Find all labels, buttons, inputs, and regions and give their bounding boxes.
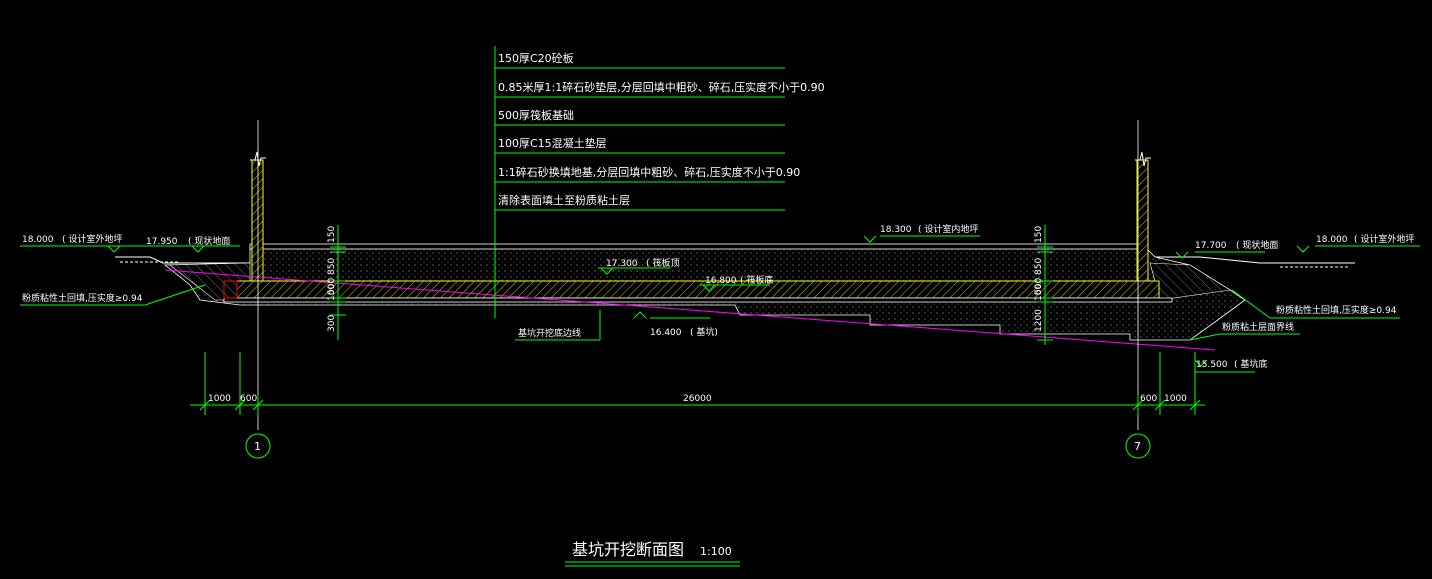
raft-edge-marker (223, 280, 238, 299)
axis-label-1: 1 (254, 440, 261, 453)
wall-right-break (1135, 151, 1151, 167)
hdim-3: 600 (1140, 394, 1157, 404)
elev-indoor: 18.300 (880, 225, 912, 235)
vertical-dims-right (1037, 225, 1053, 345)
elev-raft-bottom-label: ( 筏板底 (740, 274, 773, 286)
vdim-left-1: 850 (327, 258, 337, 275)
elev-pit-right: 15.500 (1196, 360, 1228, 370)
layer-note-3: 500厚筏板基础 (498, 108, 574, 122)
elev-ground-left-label: ( 现状地面 (188, 235, 230, 247)
vdim-left-0: 150 (327, 226, 337, 243)
note-labels: 粉质粘性土回填,压实度≥0.94 粉质粘性土回填,压实度≥0.94 粉质粘土层面… (22, 292, 1397, 339)
axis-lines (257, 120, 1139, 430)
hdim-0: 1000 (208, 394, 231, 404)
elev-raft-bottom: 16.800 (705, 276, 737, 286)
layer-note-6: 清除表面填土至粉质粘土层 (498, 193, 630, 207)
vdim-right-4: 1200 (1034, 309, 1044, 332)
wall-left (251, 159, 264, 282)
raft-foundation (236, 280, 1160, 299)
c20-slab (249, 243, 1146, 250)
layer-note-4: 100厚C15混凝土垫层 (498, 136, 607, 150)
vdim-right-0: 150 (1034, 226, 1044, 243)
note-silty-clay-boundary: 粉质粘土层面界线 (1222, 321, 1294, 333)
layer-notes: 150厚C20砼板 0.85米厚1:1碎石砂垫层,分层回填中粗砂、碎石,压实度不… (498, 51, 825, 207)
drawing-scale: 1:100 (700, 545, 732, 558)
note-right-backfill: 粉质粘性土回填,压实度≥0.94 (1276, 304, 1397, 316)
axis-label-7: 7 (1134, 440, 1141, 453)
elev-outdoor-left-label: ( 设计室外地坪 (62, 233, 122, 245)
vdim-right-2: 500 (1034, 278, 1044, 295)
elevation-leaders (20, 235, 1420, 373)
vdim-right-3: 100 (1034, 284, 1044, 301)
elev-pit-left: 16.400 (650, 328, 682, 338)
elev-ground-right-label: ( 现状地面 (1236, 239, 1278, 251)
hdim-2: 26000 (683, 394, 712, 404)
layer-notes-frame (494, 46, 785, 318)
vertical-dims-left (330, 225, 346, 340)
elev-ground-left: 17.950 (146, 237, 178, 247)
vdim-right-1: 850 (1034, 258, 1044, 275)
layer-note-5: 1:1碎石砂换填地基,分层回填中粗砂、碎石,压实度不小于0.90 (498, 165, 800, 179)
elev-indoor-label: ( 设计室内地坪 (918, 223, 978, 235)
elev-ground-right: 17.700 (1195, 241, 1227, 251)
note-left-backfill: 粉质粘性土回填,压实度≥0.94 (22, 292, 143, 304)
hdim-4: 1000 (1164, 394, 1187, 404)
horizontal-dim-labels: 1000 600 26000 600 1000 (208, 394, 1187, 404)
hdim-1: 600 (240, 394, 257, 404)
silty-clay-boundary-line (164, 269, 1216, 351)
vertical-dim-labels: 150 850 500 100 300 150 850 500 100 1200 (327, 226, 1044, 332)
note-pit-edge-line: 基坑开挖底边线 (518, 327, 581, 339)
elevation-labels: 18.000 ( 设计室外地坪 17.950 ( 现状地面 18.300 ( 设… (22, 223, 1414, 370)
elev-outdoor-left: 18.000 (22, 235, 54, 245)
elev-pit-right-label: ( 基坑底 (1234, 358, 1267, 370)
vdim-left-4: 300 (327, 315, 337, 332)
wall-right (1136, 159, 1149, 282)
layer-note-1: 150厚C20砼板 (498, 51, 574, 65)
drawing-title: 基坑开挖断面图 (572, 540, 684, 559)
drawing-title-block: 基坑开挖断面图 1:100 (565, 540, 740, 567)
layer-note-2: 0.85米厚1:1碎石砂垫层,分层回填中粗砂、碎石,压实度不小于0.90 (498, 80, 825, 94)
elev-outdoor-right-label: ( 设计室外地坪 (1354, 233, 1414, 245)
elev-pit-left-label: ( 基坑) (690, 326, 718, 338)
existing-ground-lines (115, 256, 1355, 268)
axis-bubble-7: 7 (1125, 433, 1151, 459)
elev-outdoor-right: 18.000 (1316, 235, 1348, 245)
vdim-left-3: 100 (327, 284, 337, 301)
c15-cushion (223, 297, 1173, 303)
elev-raft-top: 17.300 (606, 259, 638, 269)
axis-bubble-1: 1 (245, 433, 271, 459)
vdim-left-2: 500 (327, 278, 337, 295)
horizontal-dims (190, 352, 1205, 415)
elev-raft-top-label: ( 筏板顶 (646, 257, 679, 269)
